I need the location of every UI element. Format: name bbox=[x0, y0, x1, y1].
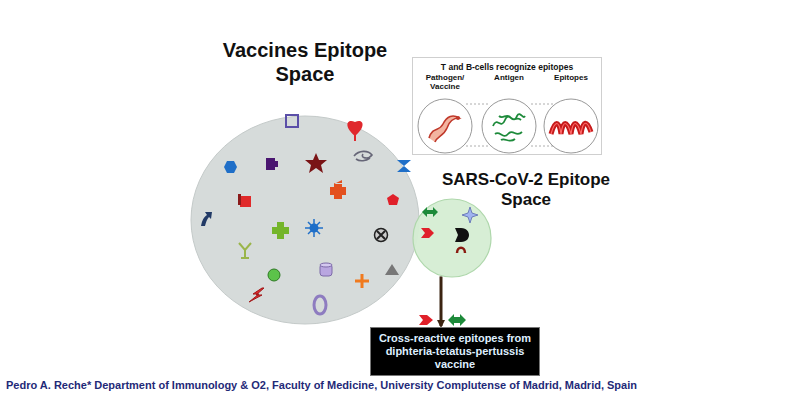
node-label: SARS-CoV-2 Epitope Space bbox=[440, 170, 612, 209]
sars-cov-2-epitope-space-outline bbox=[412, 198, 492, 278]
epitope-circle: Epitopes bbox=[541, 74, 601, 156]
cross-reactive-symbols bbox=[419, 314, 466, 326]
node-label: Pathogen/ Vaccine bbox=[415, 74, 475, 92]
epitope-circle-outline bbox=[543, 98, 599, 154]
author-line: Pedro A. Reche* Department of Immunology… bbox=[6, 379, 637, 391]
node-label: Antigen bbox=[479, 74, 539, 83]
vaccine-epitope-symbols bbox=[201, 115, 411, 314]
node-label: Cross-reactive epitopes from diphteria-t… bbox=[377, 332, 533, 371]
pathogen-circle: Pathogen/ Vaccine bbox=[415, 74, 475, 156]
zoom-lines bbox=[466, 104, 553, 146]
antigen-circle-outline bbox=[481, 98, 537, 154]
sars-cov-2-epitope-space: SARS-CoV-2 Epitope Space bbox=[412, 170, 612, 280]
sars-cov-2-epitope-symbols bbox=[421, 207, 478, 253]
vaccine-epitope-space-outline bbox=[190, 115, 420, 325]
flow-arrow bbox=[440, 276, 443, 326]
node-label: Epitopes bbox=[541, 74, 601, 83]
pathogen-circle-outline bbox=[417, 98, 473, 154]
antigen-circle: Antigen bbox=[479, 74, 539, 156]
cross-reactive-box: Cross-reactive epitopes from diphteria-t… bbox=[370, 327, 540, 376]
vaccine-epitope-space: Vaccines Epitope Space bbox=[190, 38, 420, 325]
node-label: T and B-cells recognize epitopes bbox=[413, 58, 601, 72]
inset-panel: T and B-cells recognize epitopesPathogen… bbox=[412, 57, 602, 155]
node-label: Vaccines Epitope Space bbox=[215, 38, 395, 86]
